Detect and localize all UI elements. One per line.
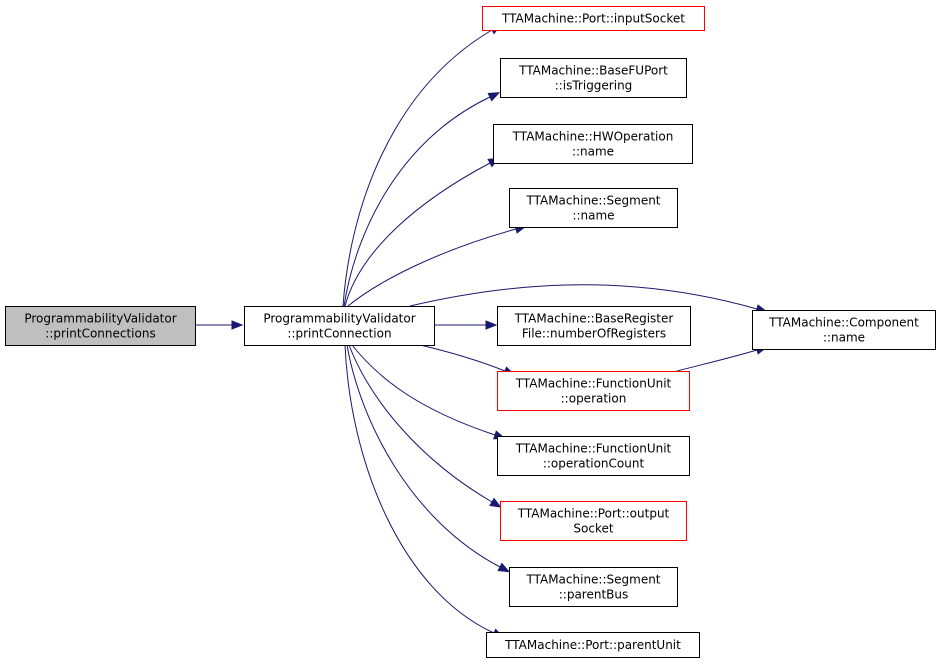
node-label-fuOpCount-line-1: ::operationCount (543, 457, 645, 471)
arrowhead-main-to-parentBus (497, 562, 511, 573)
node-label-segName-line-1: ::name (572, 209, 614, 223)
edge-main-to-parentBus (346, 344, 501, 568)
node-label-outSocket-line-1: Socket (573, 522, 613, 536)
node-label-main-line-0: ProgrammabilityValidator (263, 312, 415, 326)
arrowhead-main-to-isTrig (487, 92, 501, 102)
node-label-fuOpCount-line-0: TTAMachine::FunctionUnit (515, 442, 672, 456)
node-box-hwName (493, 124, 693, 164)
node-box-fuOpCount (497, 436, 690, 476)
node-box-parentBus (509, 567, 678, 607)
node-label-isTrig-line-1: ::isTriggering (555, 79, 633, 93)
node-label-numRegs-line-1: File::numberOfRegisters (522, 327, 666, 341)
node-label-isTrig-line-0: TTAMachine::BaseFUPort (518, 64, 668, 78)
edge-fuOp-to-compName (676, 349, 758, 372)
edge-main-to-parentUnit (344, 344, 495, 634)
arrowhead-root-to-main (231, 320, 244, 330)
node-main[interactable]: ProgrammabilityValidator::printConnectio… (244, 306, 435, 346)
node-fuOp[interactable]: TTAMachine::FunctionUnit::operation (497, 371, 690, 411)
node-label-main-line-1: ::printConnection (287, 327, 391, 341)
node-label-inputSocket-line-0: TTAMachine::Port::inputSocket (501, 12, 685, 26)
nodes-layer: ProgrammabilityValidator::printConnectio… (5, 6, 936, 658)
node-label-segName-line-0: TTAMachine::Segment (525, 194, 660, 208)
node-label-parentUnit-line-0: TTAMachine::Port::parentUnit (504, 638, 681, 652)
arrowhead-main-to-outSocket (489, 497, 502, 508)
node-segName[interactable]: TTAMachine::Segment::name (509, 188, 678, 228)
edge-main-to-fuOp (419, 344, 506, 372)
node-inputSocket[interactable]: TTAMachine::Port::inputSocket (482, 6, 705, 31)
node-root[interactable]: ProgrammabilityValidator::printConnectio… (5, 306, 196, 346)
node-box-segName (509, 188, 678, 228)
node-box-isTrig (500, 58, 687, 98)
node-box-outSocket (500, 501, 687, 541)
node-box-compName (752, 310, 936, 350)
node-fuOpCount[interactable]: TTAMachine::FunctionUnit::operationCount (497, 436, 690, 476)
edge-main-to-outSocket (348, 344, 493, 503)
node-box-fuOp (497, 371, 690, 411)
node-box-inputSocket (482, 6, 705, 31)
node-isTrig[interactable]: TTAMachine::BaseFUPort::isTriggering (500, 58, 687, 98)
node-label-hwName-line-0: TTAMachine::HWOperation (512, 130, 674, 144)
node-box-parentUnit (486, 632, 700, 658)
node-label-root-line-1: ::printConnections (45, 327, 155, 341)
node-box-root (5, 306, 196, 346)
node-compName[interactable]: TTAMachine::Component::name (752, 310, 936, 350)
node-label-hwName-line-1: ::name (572, 145, 614, 159)
node-label-fuOp-line-0: TTAMachine::FunctionUnit (515, 377, 672, 391)
node-label-root-line-0: ProgrammabilityValidator (24, 312, 176, 326)
node-parentBus[interactable]: TTAMachine::Segment::parentBus (509, 567, 678, 607)
node-numRegs[interactable]: TTAMachine::BaseRegisterFile::numberOfRe… (497, 306, 691, 346)
node-label-parentBus-line-0: TTAMachine::Segment (525, 573, 660, 587)
node-parentUnit[interactable]: TTAMachine::Port::parentUnit (486, 632, 700, 658)
node-label-compName-line-1: ::name (823, 331, 865, 345)
node-label-numRegs-line-0: TTAMachine::BaseRegister (514, 312, 674, 326)
arrowhead-main-to-numRegs (485, 320, 498, 330)
edge-main-to-segName (347, 228, 517, 307)
node-box-main (244, 306, 435, 346)
node-hwName[interactable]: TTAMachine::HWOperation::name (493, 124, 693, 164)
node-box-numRegs (497, 306, 691, 346)
node-label-outSocket-line-0: TTAMachine::Port::output (517, 507, 670, 521)
edge-main-to-hwName (344, 162, 491, 307)
edge-main-to-compName (409, 284, 758, 310)
edge-main-to-isTrig (343, 96, 491, 307)
edge-main-to-fuOpCount (351, 344, 496, 436)
edge-main-to-inputSocket (342, 29, 493, 307)
node-label-fuOp-line-1: ::operation (561, 392, 627, 406)
node-label-compName-line-0: TTAMachine::Component (768, 316, 919, 330)
node-label-parentBus-line-1: ::parentBus (559, 588, 629, 602)
